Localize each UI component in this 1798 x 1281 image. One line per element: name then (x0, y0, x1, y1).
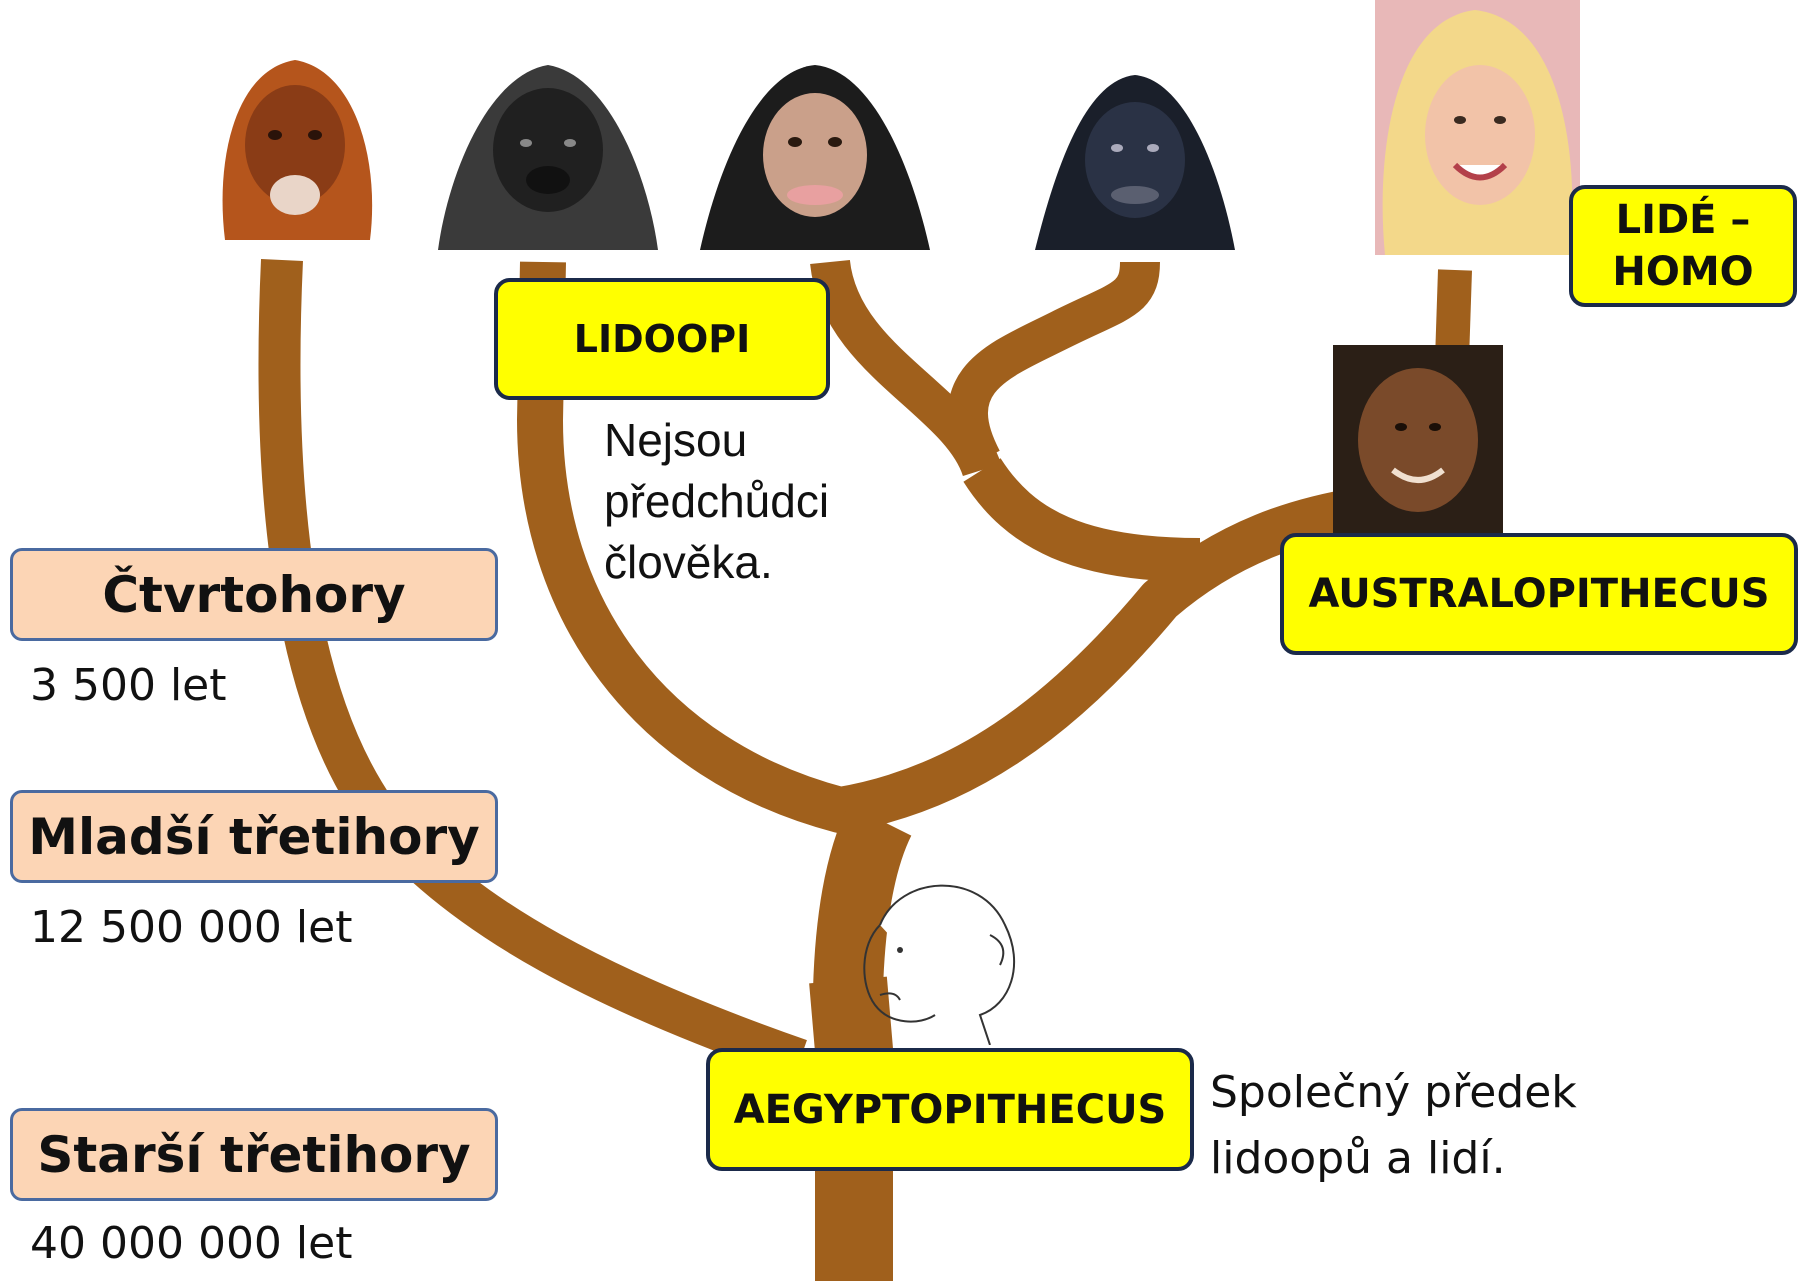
lide-homo-label: LIDÉ – HOMO (1569, 185, 1797, 307)
lidoopi-label: LIDOOPI (494, 278, 830, 400)
orangutan-portrait (205, 40, 385, 250)
aegyptopithecus-sketch (863, 884, 1015, 1045)
australopithecus-label: AUSTRALOPITHECUS (1280, 533, 1798, 655)
era-ctvrtohory-years: 3 500 let (30, 660, 227, 711)
era-mladsi-tretihory: Mladší třetihory (10, 790, 498, 883)
chimpanzee-portrait (700, 50, 930, 250)
bonobo-portrait (1035, 60, 1235, 250)
aegyptopithecus-label: AEGYPTOPITHECUS (706, 1048, 1194, 1171)
lidoopi-note: Nejsou předchůdci člověka. (604, 414, 830, 589)
era-ctvrtohory: Čtvrtohory (10, 548, 498, 641)
era-starsi-tretihory-years: 40 000 000 let (30, 1218, 353, 1269)
human-portrait (1375, 0, 1580, 255)
aegyptopithecus-note: Společný předek lidoopů a lidí. (1210, 1067, 1577, 1184)
era-starsi-tretihory: Starší třetihory (10, 1108, 498, 1201)
gorilla-portrait (438, 55, 658, 250)
australopithecus-portrait (1333, 345, 1503, 535)
era-mladsi-tretihory-years: 12 500 000 let (30, 902, 353, 953)
